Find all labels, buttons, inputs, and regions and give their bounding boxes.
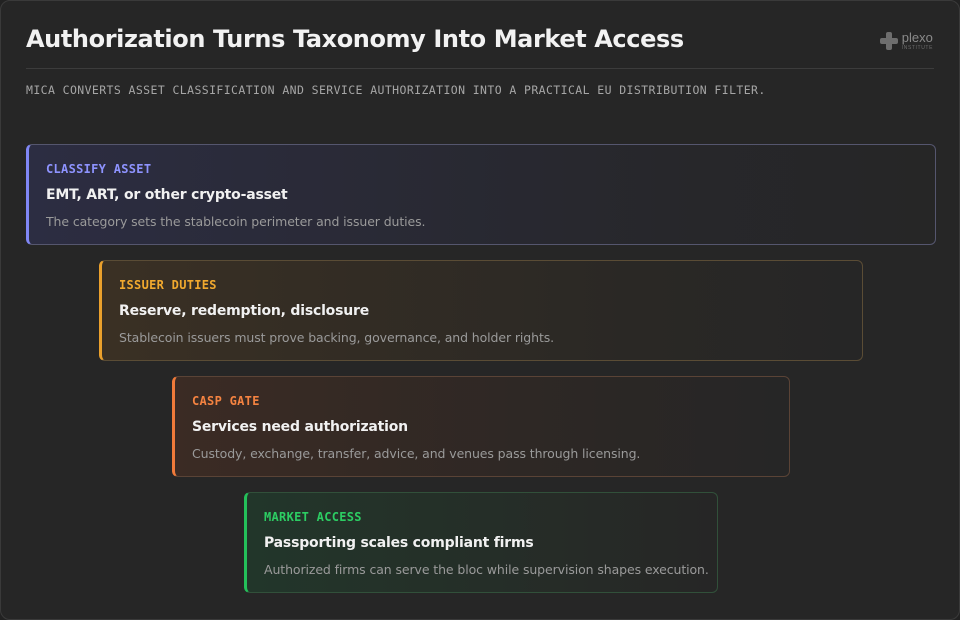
- header-divider: [26, 68, 934, 69]
- plus-cross-icon: [879, 32, 898, 50]
- step-description: Authorized firms can serve the bloc whil…: [264, 562, 709, 577]
- brand-logo: plexo INSTITUTE: [879, 30, 933, 51]
- step-description: Custody, exchange, transfer, advice, and…: [192, 446, 641, 461]
- step-card-classify-asset: CLASSIFY ASSET EMT, ART, or other crypto…: [26, 144, 936, 245]
- step-kicker: CASP GATE: [192, 394, 260, 408]
- step-heading: EMT, ART, or other crypto-asset: [46, 187, 288, 203]
- page-title: Authorization Turns Taxonomy Into Market…: [26, 25, 684, 53]
- page-subtitle: MICA CONVERTS ASSET CLASSIFICATION AND S…: [26, 83, 766, 97]
- step-card-casp-gate: CASP GATE Services need authorization Cu…: [172, 376, 790, 477]
- step-heading: Services need authorization: [192, 419, 408, 435]
- logo-tagline: INSTITUTE: [901, 45, 933, 51]
- step-heading: Passporting scales compliant firms: [264, 535, 534, 551]
- step-kicker: ISSUER DUTIES: [119, 278, 217, 292]
- step-kicker: MARKET ACCESS: [264, 510, 362, 524]
- step-description: Stablecoin issuers must prove backing, g…: [119, 330, 555, 345]
- step-card-market-access: MARKET ACCESS Passporting scales complia…: [244, 492, 718, 593]
- logo-name: plexo: [901, 30, 933, 45]
- step-kicker: CLASSIFY ASSET: [46, 162, 152, 176]
- step-card-issuer-duties: ISSUER DUTIES Reserve, redemption, discl…: [99, 260, 863, 361]
- step-description: The category sets the stablecoin perimet…: [46, 214, 426, 229]
- step-heading: Reserve, redemption, disclosure: [119, 303, 369, 319]
